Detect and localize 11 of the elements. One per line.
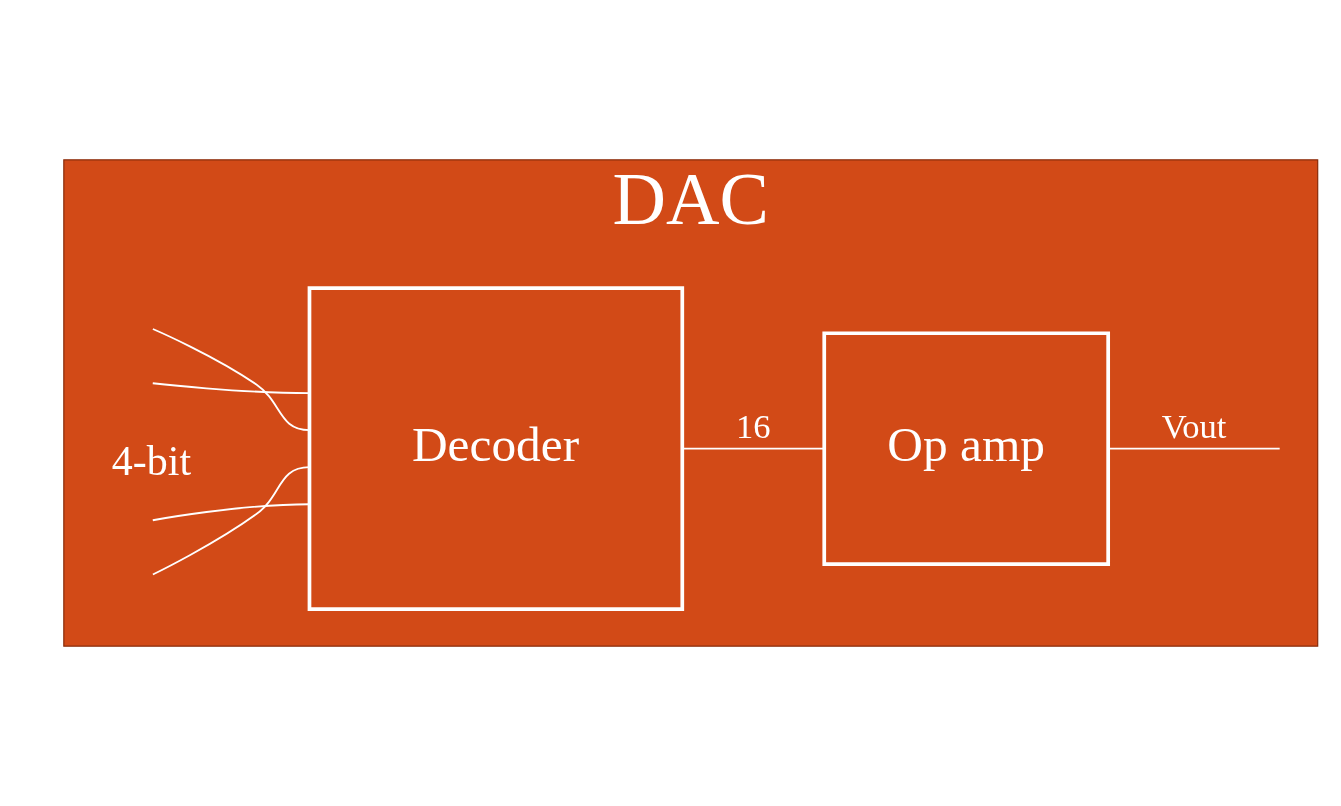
node-box: Op amp — [822, 331, 1110, 566]
connector — [1107, 447, 1281, 450]
connector — [151, 382, 311, 395]
connector — [151, 328, 311, 432]
connector — [151, 466, 311, 576]
edge-label: 16 — [735, 407, 771, 446]
node-box: Decoder — [307, 286, 685, 611]
connector — [151, 503, 311, 522]
label: 4-bit — [111, 438, 192, 485]
edge-label: Vout — [1161, 407, 1227, 446]
connector — [681, 447, 826, 450]
